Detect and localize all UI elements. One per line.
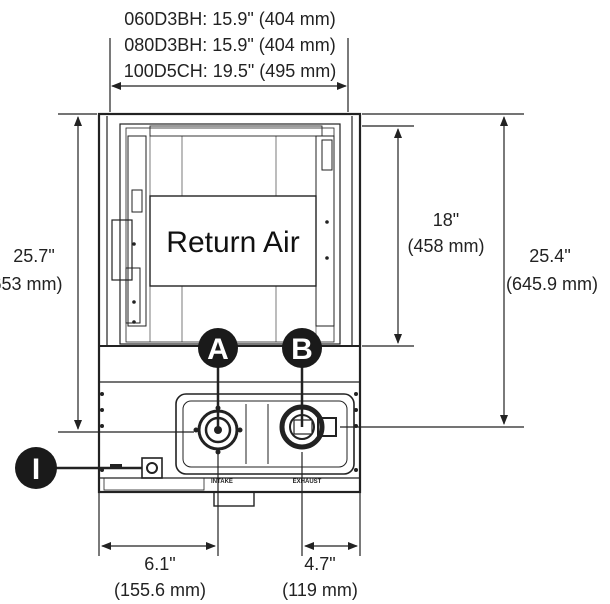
left-height-dimension: 25.7" (653 mm) [0,113,194,433]
bottom-right-metric: (119 mm) [282,580,358,600]
callout-a-label: A [207,333,229,366]
intake-label: INTAKE [211,479,233,485]
mounting-holes [100,220,358,472]
right-height-metric: (645.9 mm) [506,274,598,294]
bottom-left-metric: (155.6 mm) [114,580,206,600]
left-height-imperial: 25.7" [13,246,54,266]
return-air-panel: Return Air [149,195,317,287]
right-height-dimension: 25.4" (645.9 mm) [340,113,598,428]
callout-a: A [198,328,238,430]
return-air-height-dimension: 18" (458 mm) [362,125,485,347]
bottom-left-imperial: 6.1" [144,554,175,574]
return-air-height-imperial: 18" [433,210,459,230]
right-height-imperial: 25.4" [529,246,570,266]
return-air-label: Return Air [166,226,299,259]
width-dim-060D3BH: 060D3BH: 15.9" (404 mm) [124,9,335,29]
return-air-height-metric: (458 mm) [407,236,484,256]
width-dim-080D3BH: 080D3BH: 15.9" (404 mm) [124,35,335,55]
width-dim-100D5CH: 100D5CH: 19.5" (495 mm) [124,61,336,81]
left-height-metric: (653 mm) [0,274,63,294]
bottom-right-dimension: 4.7" (119 mm) [282,452,361,600]
callout-i-label: I [32,453,40,486]
bottom-right-imperial: 4.7" [304,554,335,574]
cabinet [97,112,362,507]
callout-b: B [282,328,322,427]
width-dimension: 060D3BH: 15.9" (404 mm) 080D3BH: 15.9" (… [109,9,349,112]
bottom-left-dimension: 6.1" (155.6 mm) [98,452,219,600]
callout-i: I [15,447,142,489]
exhaust-label: EXHAUST [293,479,322,485]
callout-b-label: B [291,333,313,366]
